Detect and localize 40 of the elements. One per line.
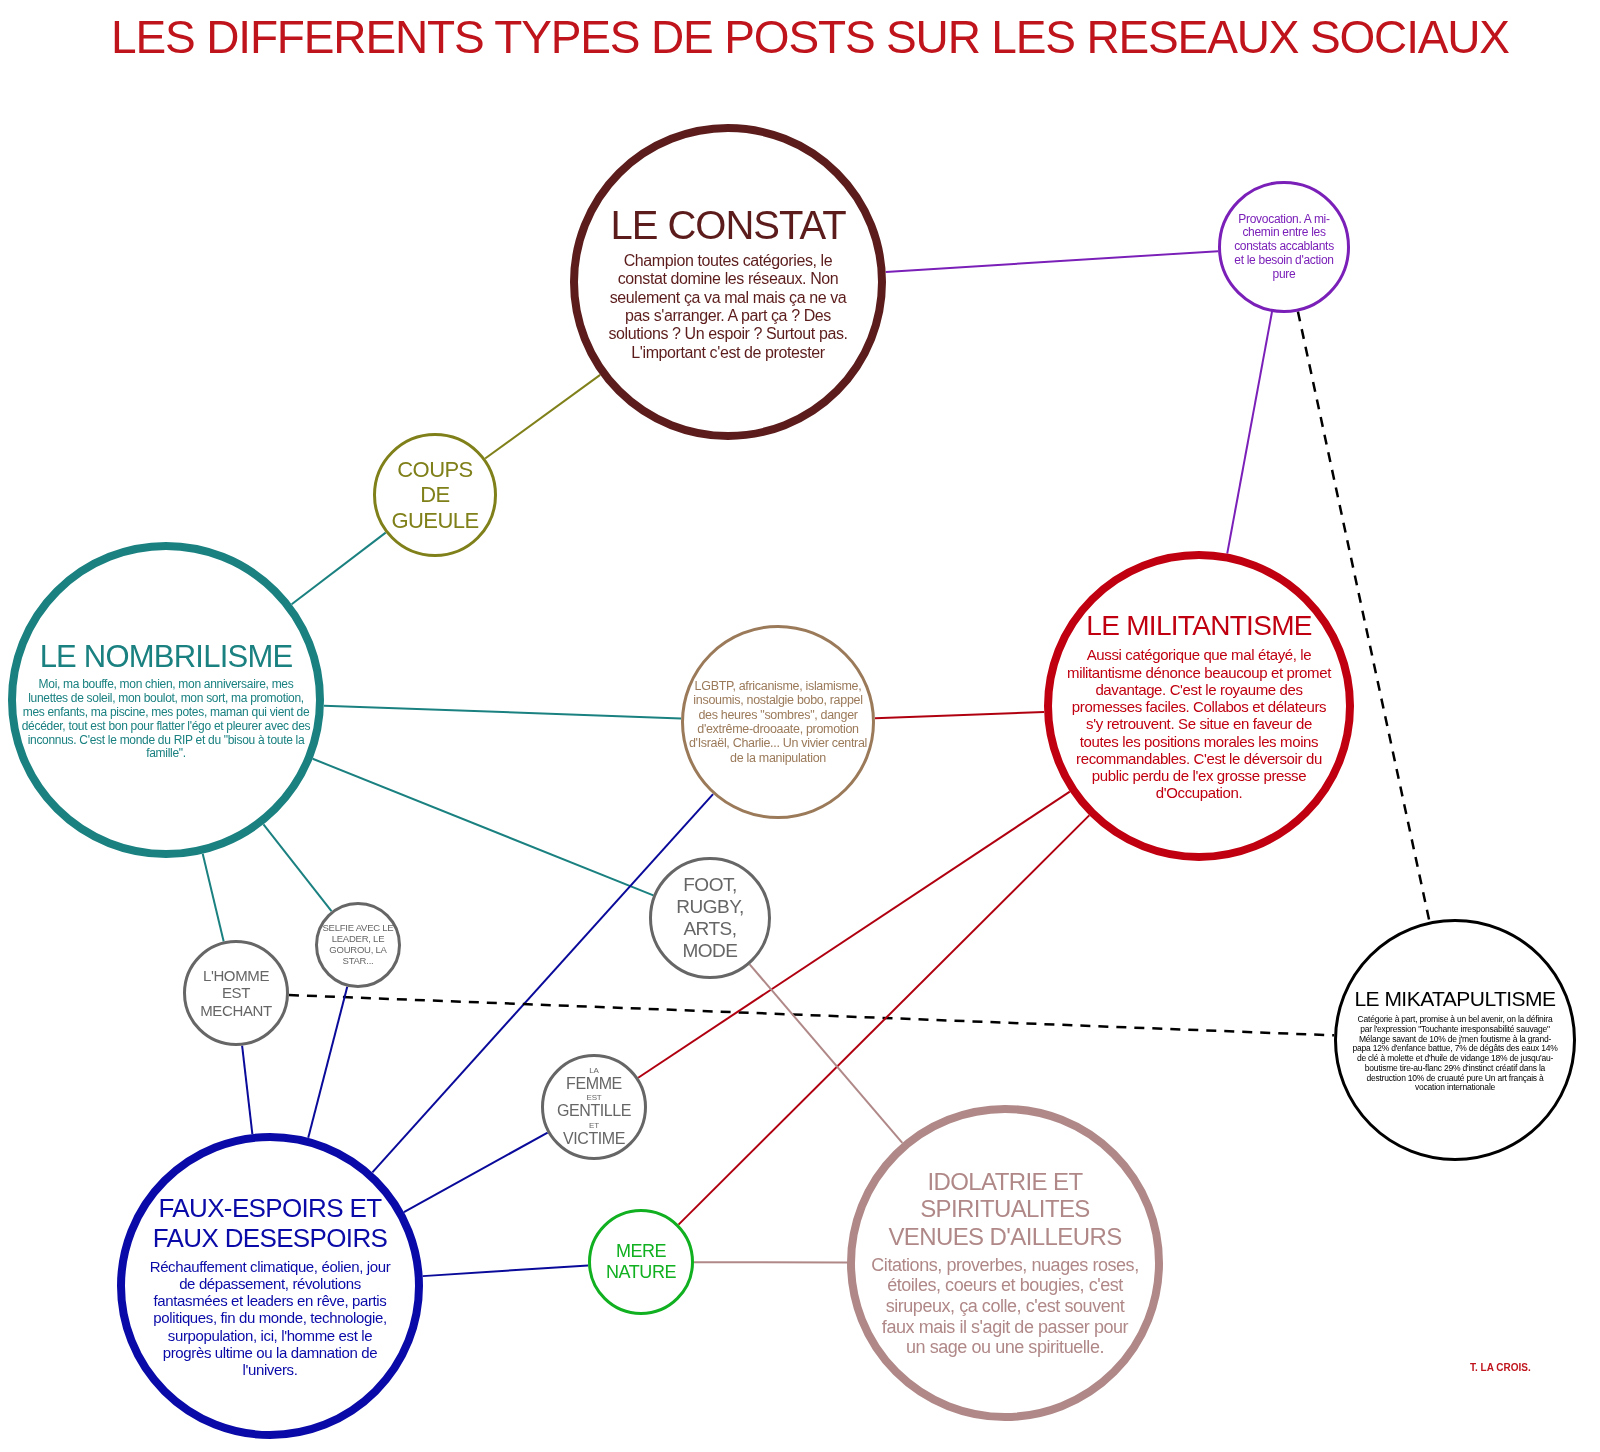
circle-text: LGBTP, africanisme, islamisme, insoumis, nostalgie bobo, rappel des heures "sombres", danger d'extrême-drooaate, promotion d'Israël, Charlie... Un vivier central de la manipulation (687, 678, 869, 766)
connector-line (748, 963, 904, 1144)
circle-text: L'HOMME EST MECHANT (199, 967, 273, 1019)
connector-line (288, 993, 1335, 1037)
connector-line (262, 823, 333, 913)
circle-text: SELFIE AVEC LE LEADER, LE GOUROU, LA STAR... (322, 923, 394, 967)
circle-text: Moi, ma bouffe, mon chien, mon anniversaire, mes lunettes de soleil, mon boulot, mon sort, ma promotion, mes enfants, ma piscine, mes potes, maman qui vient de décéder, tout est bon pour flatter l'égo et pleurer avec des inconnus. C'est le monde du RIP et du "bisou à toute la famille". (20, 678, 312, 762)
connector-line (402, 1131, 549, 1213)
circle-text: Aussi catégorique que mal étayé, le militantisme dénonce beaucoup et promet davantage. C'est le royaume des promesses faciles. Collabos et délateurs s'y retrouvent. Se situe en faveur de toutes les positions morales les moins recommandables. C'est le déversoir du public perdu de l'ex grosse presse d'Occupation. (1066, 646, 1332, 802)
circle-heading: LE NOMBRILISME (39, 638, 293, 675)
connector-line (677, 814, 1091, 1226)
circle-text: ET (589, 1120, 599, 1130)
circle-heading: FAUX-ESPOIRS ET FAUX DESESPOIRS (151, 1193, 389, 1254)
circle-text: EST (586, 1093, 602, 1103)
connector-line (371, 793, 715, 1174)
connector-line (311, 757, 655, 897)
connector-line (873, 710, 1046, 720)
author-signature: T. LA CROIS. (1470, 1361, 1531, 1375)
circle-text: GENTILLE (556, 1102, 632, 1121)
circle-text: Réchauffement climatique, éolien, jour de dépassement, révolutions fantasmées et leaders en rêve, partis politiques, fin du monde, technologie, surpopulation, ici, l'homme est le progrès ultime ou la damnation de l'univers. (148, 1257, 392, 1379)
circle-text: Citations, proverbes, nuages roses, étoiles, coeurs et bougies, c'est sirupeux, ça colle, c'est souvent faux mais il s'agit de passer pour un sage ou une spirituelle. (871, 1254, 1139, 1359)
connector-line (693, 1261, 848, 1264)
circle-heading: IDOLATRIE ET SPIRITUALITES VENUES D'AILLEURS (887, 1167, 1123, 1251)
circle-text: VICTIME (562, 1129, 626, 1149)
circle-text: Champion toutes catégories, le constat domine les réseaux. Non seulement ça va mal mais ça ne va pas s'arranger. A part ça ? Des solutions ? Un espoir ? Surtout pas. L'important c'est de protester (607, 251, 849, 363)
circle-text: LA (589, 1065, 599, 1075)
circle-heading: LE MIKATAPULTISME (1354, 986, 1556, 1011)
connector-line (290, 531, 387, 606)
connector-line (241, 1044, 254, 1135)
circle-heading: LE CONSTAT (610, 201, 846, 248)
circle-text: Provocation. A mi-chemin entre les constats accablants et le besoin d'action pure (1233, 212, 1335, 282)
connector-line (637, 790, 1071, 1079)
circle-text: COUPS DE GUEULE (390, 457, 480, 533)
circle-text: FOOT, RUGBY, ARTS, MODE (675, 874, 745, 962)
connector-line (484, 373, 602, 460)
circle-text: Catégorie à part, promise à un bel avenir, on la définira par l'expression "Touchante irresponsabilité sauvage" Mélange savant de 10% de j'men foutisme à la grand-papa 12% d'enfance battue, 7% de dégâts des eaux 14% de clé à molette et d'huile de vidange 18% de jusqu'au-boutisme tire-au-flanc 29% d'instinct créatif dans la destruction 10% de cruauté pure Un art français à vocation internationale (1351, 1015, 1559, 1094)
page-title: LES DIFFERENTS TYPES DE POSTS SUR LES RESEAUX SOCIAUX (110, 14, 1510, 60)
circle-heading: LE MILITANTISME (1086, 610, 1312, 643)
circle-text: FEMME (566, 1074, 622, 1094)
circle-text: MERE NATURE (605, 1241, 677, 1283)
